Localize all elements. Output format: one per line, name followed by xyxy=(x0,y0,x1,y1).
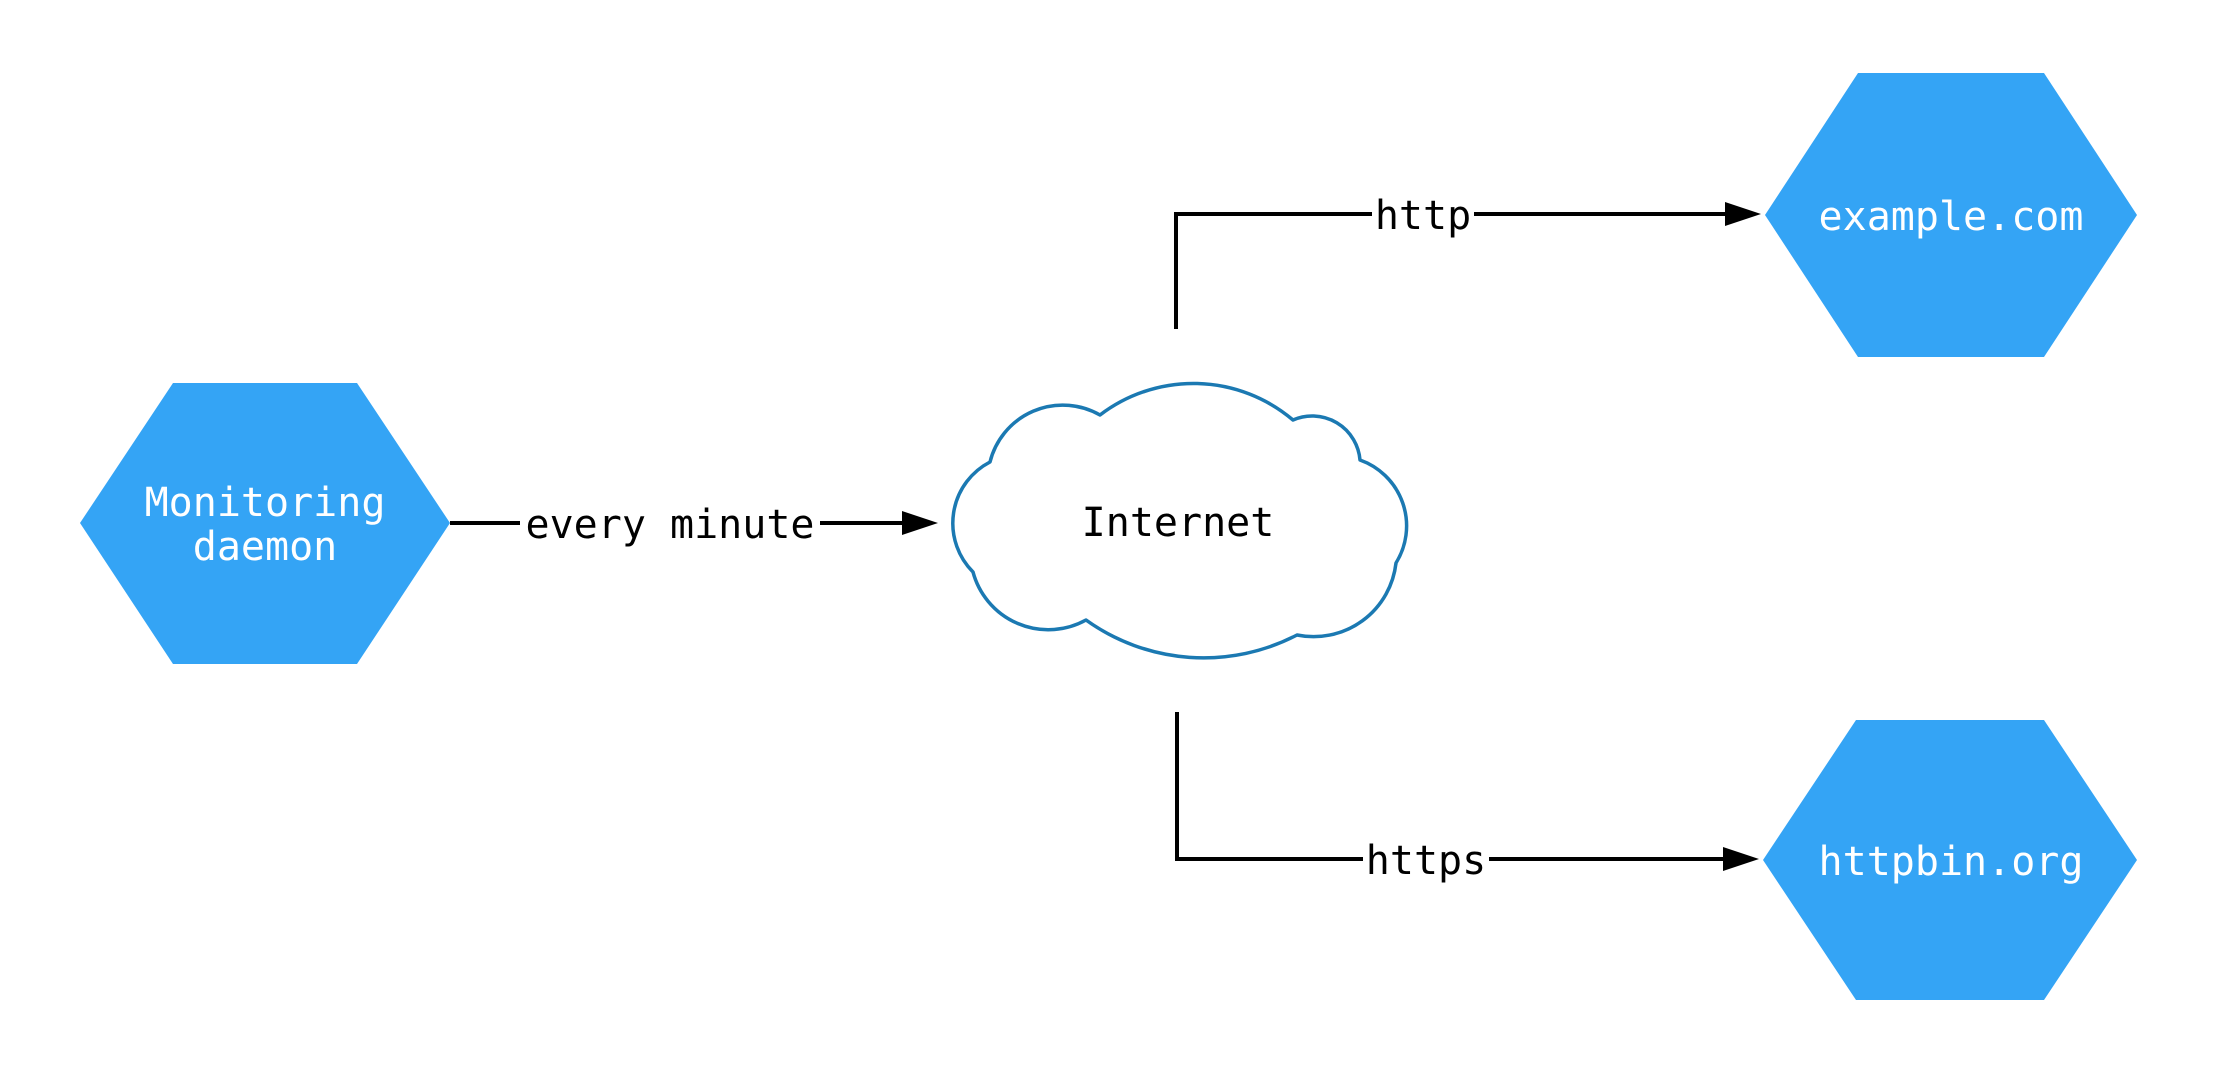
every-minute-label: every minute xyxy=(526,502,815,548)
edge-https: https xyxy=(1175,712,1759,884)
edge-every-minute: every minute xyxy=(450,502,938,548)
monitoring-daemon-label-line2: daemon xyxy=(193,524,338,570)
node-monitoring-daemon: Monitoring daemon xyxy=(80,383,450,664)
monitoring-daemon-hexagon xyxy=(80,383,450,664)
node-example-com: example.com xyxy=(1765,73,2137,357)
internet-cloud xyxy=(951,381,1409,660)
https-arrowhead xyxy=(1723,847,1759,871)
http-arrowhead xyxy=(1725,202,1761,226)
every-minute-arrowhead xyxy=(902,511,938,535)
https-label: https xyxy=(1366,838,1486,884)
httpbin-org-hexagon xyxy=(1763,720,2137,1000)
example-com-hexagon xyxy=(1765,73,2137,357)
node-internet: Internet xyxy=(951,381,1409,660)
monitoring-daemon-label-line1: Monitoring xyxy=(145,480,386,526)
node-httpbin-org: httpbin.org xyxy=(1763,720,2137,1000)
http-label: http xyxy=(1375,193,1471,239)
httpbin-org-label: httpbin.org xyxy=(1819,839,2084,885)
internet-label: Internet xyxy=(1082,500,1275,546)
https-elbow-line xyxy=(1175,712,1363,861)
example-com-label: example.com xyxy=(1819,194,2084,240)
http-elbow-line xyxy=(1174,212,1372,329)
edge-http: http xyxy=(1174,193,1761,329)
